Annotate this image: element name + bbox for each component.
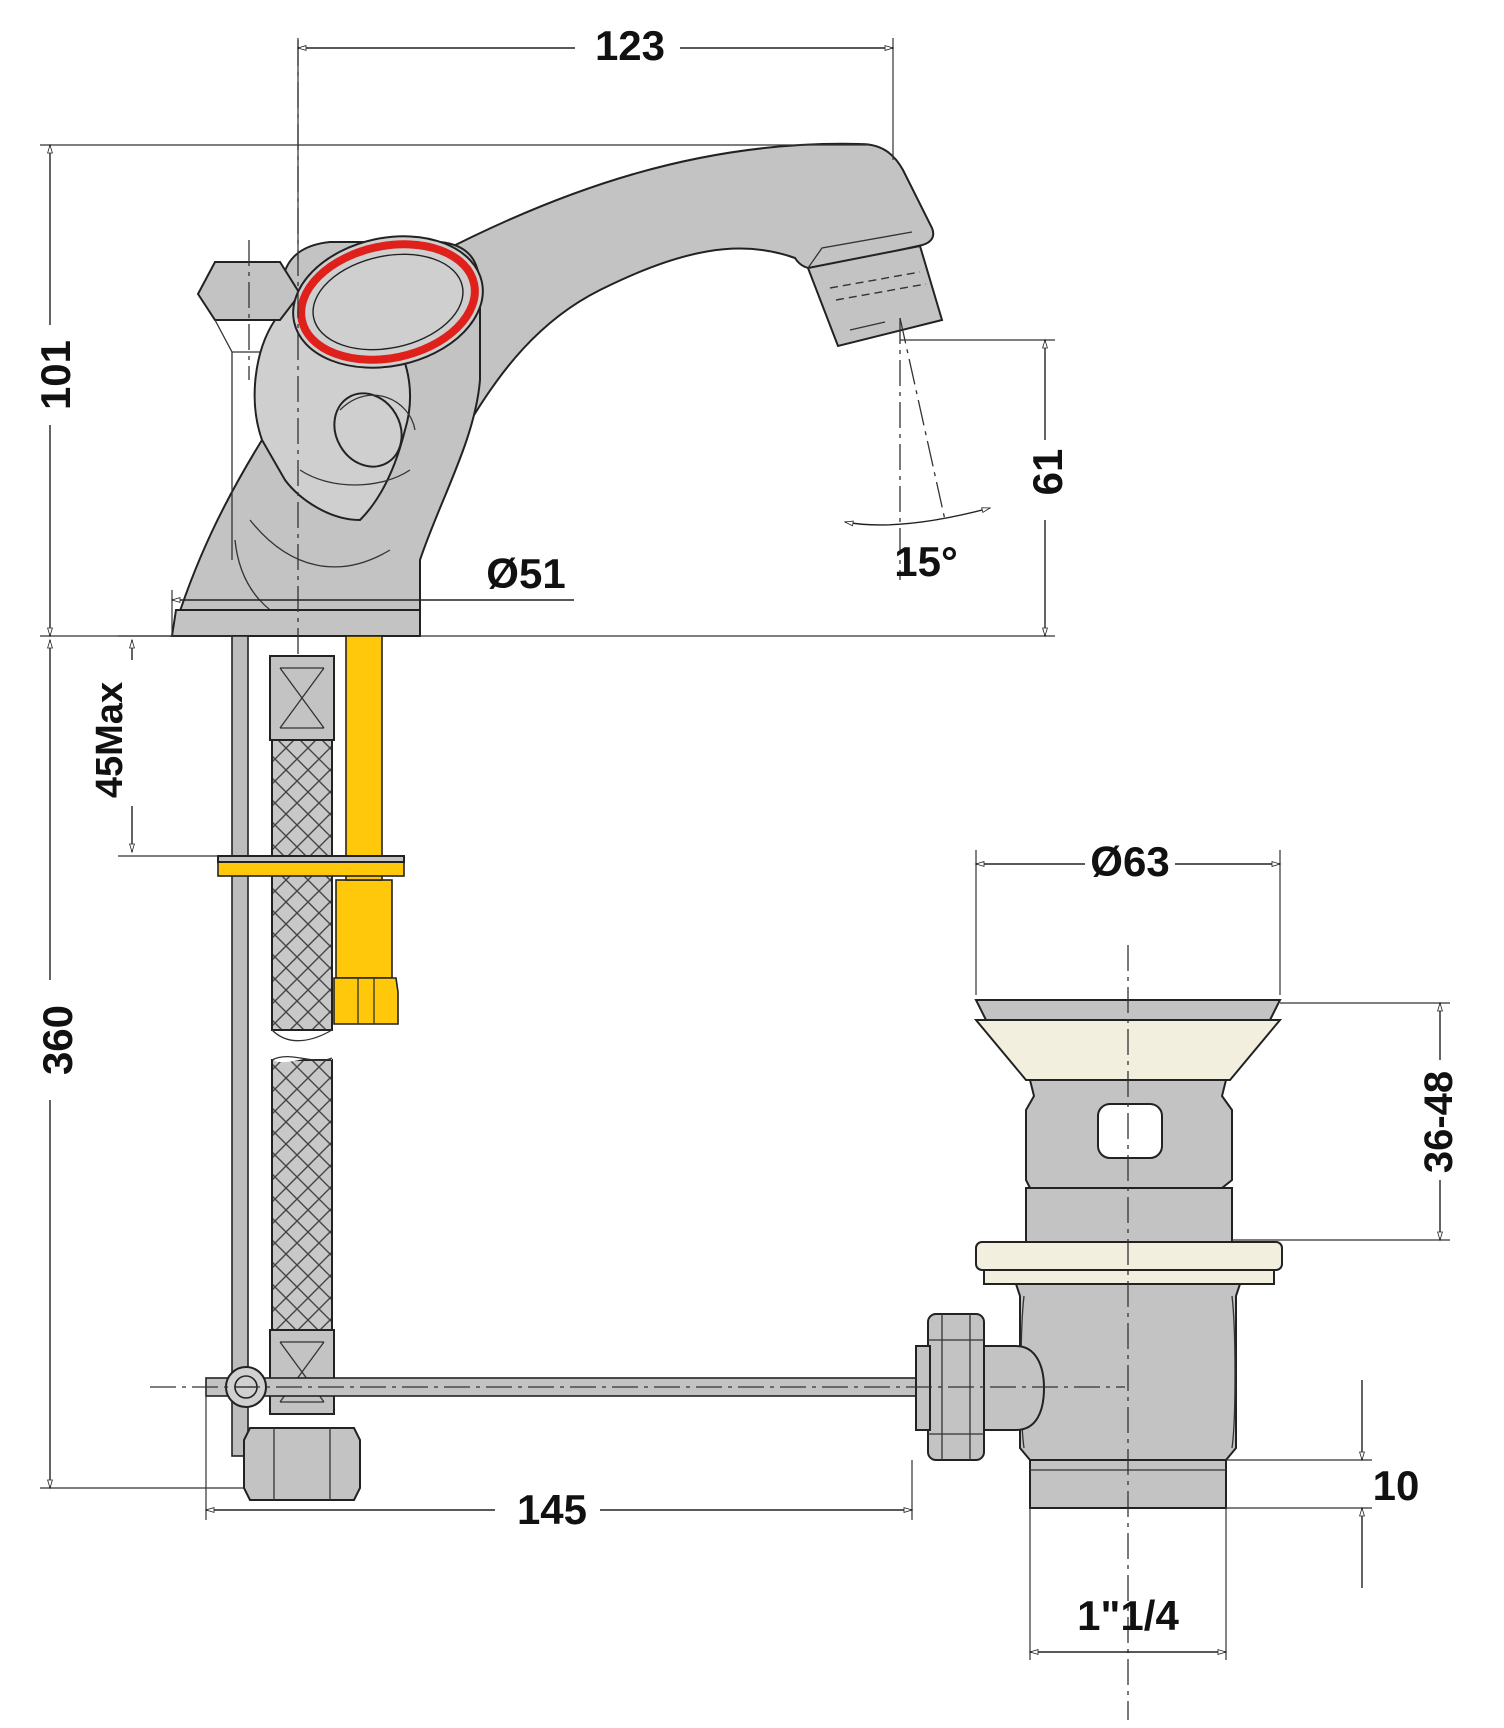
dim-thread-size: 1"1/4 [1077, 1592, 1179, 1639]
waste-upper-body [1025, 1187, 1233, 1243]
dim-tap-height: 101 [32, 340, 79, 410]
hot-indicator-ring [297, 240, 479, 364]
pop-up-lift-rod [231, 635, 249, 1457]
shank-nut [333, 977, 399, 1025]
waste-flange [975, 1241, 1283, 1271]
hose-nut [243, 1427, 361, 1501]
pop-up-waste [915, 999, 1283, 1509]
dim-spout-height: 61 [1024, 449, 1071, 496]
dim-waste-diameter: Ø63 [1090, 838, 1169, 885]
dim-waste-height: 36-48 [1417, 1071, 1461, 1173]
dim-shank-length: 45Max [89, 682, 131, 798]
threaded-shank [345, 635, 383, 859]
dimension-lines [40, 38, 1450, 1660]
aerator [806, 244, 944, 348]
dim-base-diameter: Ø51 [486, 550, 565, 597]
indicator-disc [292, 235, 484, 369]
plug-slot [1097, 1103, 1163, 1159]
lever-knob [333, 392, 403, 468]
pop-up-connector [979, 1345, 1046, 1431]
dim-thread-length: 10 [1373, 1462, 1420, 1509]
tap-base [170, 609, 421, 637]
dim-spout-reach: 123 [595, 22, 665, 69]
braided-hose-lower [271, 1059, 333, 1331]
dim-hose-length: 360 [34, 1005, 81, 1075]
supply-assembly [217, 635, 405, 1501]
dim-spout-angle: 15° [894, 538, 958, 585]
dimension-labels: 123 101 61 15° Ø51 45Max 360 145 Ø63 36-… [32, 22, 1461, 1639]
dim-pop-up-rod: 145 [517, 1486, 587, 1533]
braided-hose-upper [271, 739, 333, 1031]
basin-tap [170, 142, 944, 637]
